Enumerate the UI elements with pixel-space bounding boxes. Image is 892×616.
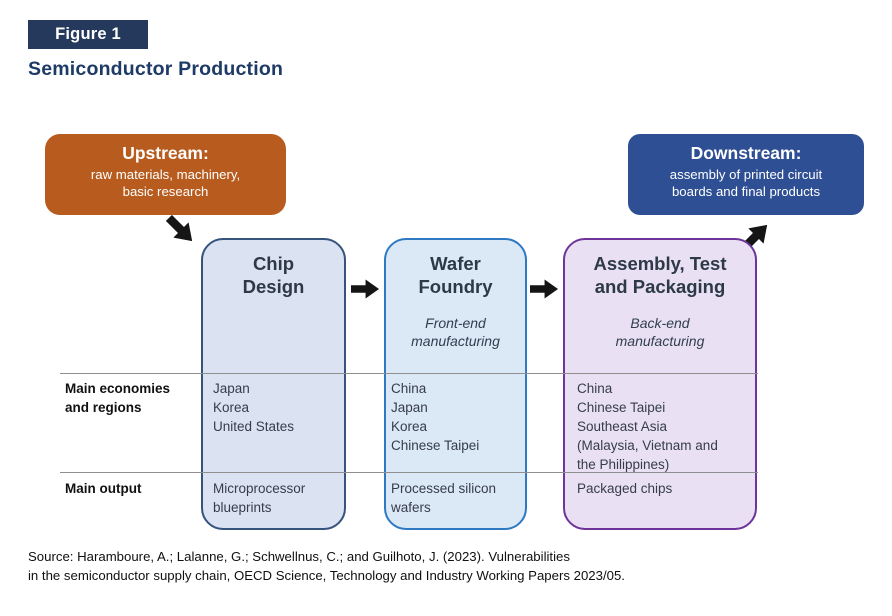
row-label-main-output: Main output <box>65 481 142 496</box>
chipdesign-to-foundry-arrow-icon <box>351 279 379 299</box>
foundry-to-assembly-arrow-icon <box>530 279 558 299</box>
stage-box-chip-design: Chip Design <box>201 238 346 530</box>
economies-cell-assembly: China Chinese Taipei Southeast Asia (Mal… <box>577 381 718 472</box>
stage-title-wafer-foundry: Wafer Foundry <box>418 253 493 297</box>
downstream-title: Downstream: <box>690 143 802 163</box>
stage-subtitle-wafer-foundry: Front-end manufacturing <box>411 315 500 350</box>
figure-badge-label: Figure 1 <box>55 25 121 43</box>
economies-row-divider <box>60 373 758 374</box>
output-row-divider <box>60 472 758 473</box>
row-label-main-economies: Main economies and regions <box>65 381 171 415</box>
economies-cell-chip-design: Japan Korea United States <box>213 381 295 434</box>
output-cell-wafer-foundry: Processed silicon wafers <box>391 481 497 515</box>
stage-title-assembly-test-packaging: Assembly, Test and Packaging <box>593 253 727 297</box>
stage-title-chip-design: Chip Design <box>242 253 305 297</box>
upstream-flow-arrow-icon <box>160 209 201 250</box>
stage-subtitle-assembly-test-packaging: Back-end manufacturing <box>615 315 705 350</box>
upstream-title: Upstream: <box>122 143 209 163</box>
economies-cell-wafer-foundry: China Japan Korea Chinese Taipei <box>391 381 480 453</box>
source-note: Source: Haramboure, A.; Lalanne, G.; Sch… <box>28 549 625 583</box>
stage-box-assembly-test-packaging: Assembly, Test and Packaging Back-end ma… <box>563 238 757 530</box>
page-title: Semiconductor Production <box>28 58 284 80</box>
output-cell-chip-design: Microprocessor blueprints <box>213 481 306 515</box>
figure-badge: Figure 1 <box>28 20 148 49</box>
upstream-body: raw materials, machinery, basic research <box>90 167 241 199</box>
downstream-body: assembly of printed circuit boards and f… <box>669 167 823 199</box>
upstream-box: Upstream: raw materials, machinery, basi… <box>45 134 286 215</box>
stage-box-wafer-foundry: Wafer Foundry Front-end manufacturing <box>384 238 527 530</box>
output-cell-assembly: Packaged chips <box>577 481 673 496</box>
downstream-box: Downstream: assembly of printed circuit … <box>628 134 864 215</box>
